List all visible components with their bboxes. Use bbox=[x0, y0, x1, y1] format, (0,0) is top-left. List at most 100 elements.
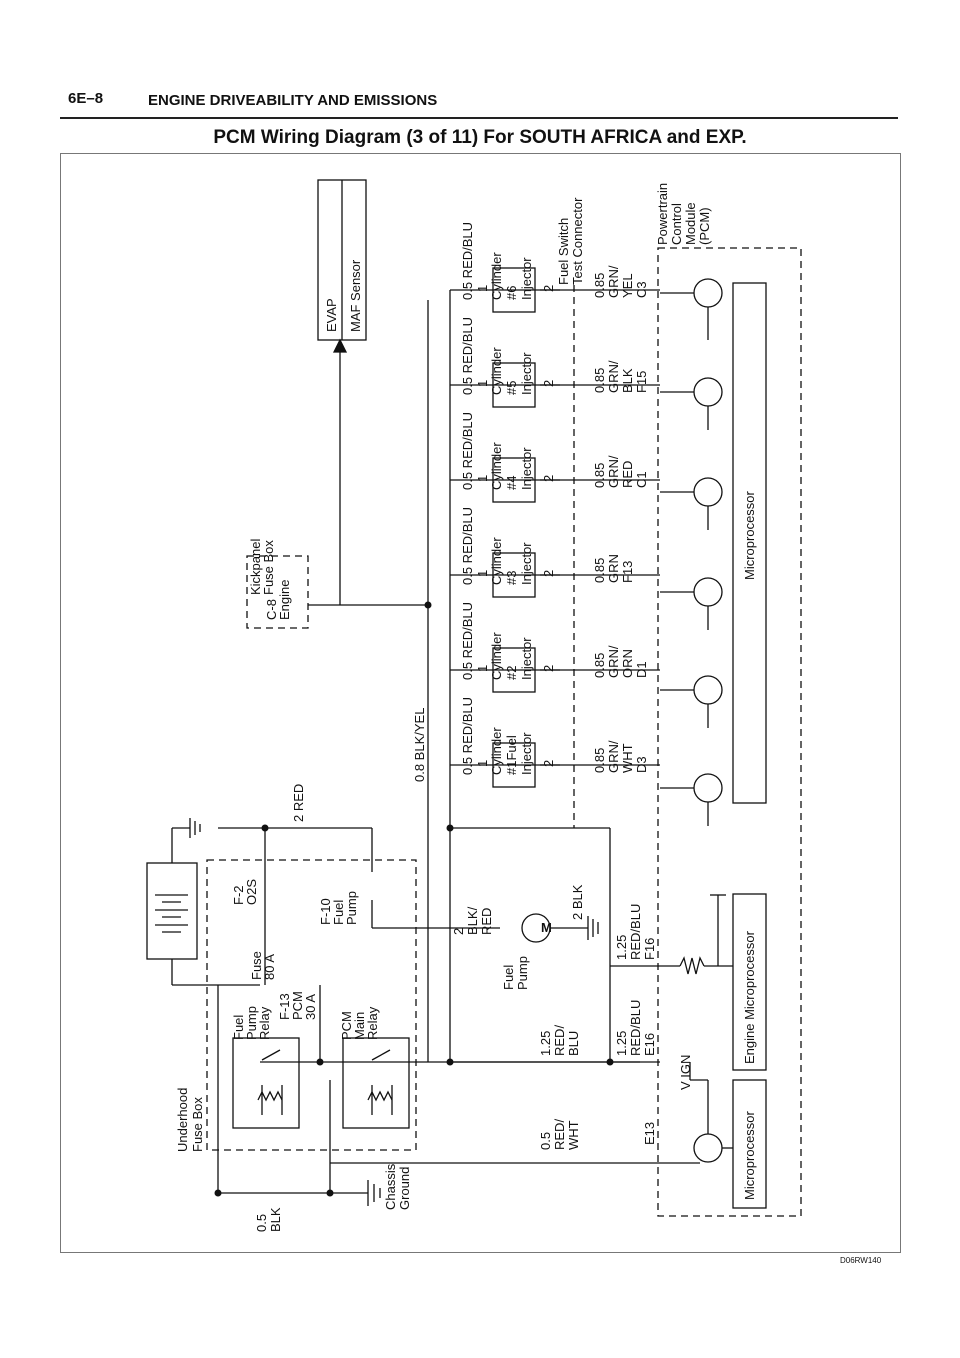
injector-4-name-3: Injector bbox=[519, 447, 534, 490]
pcm-label-2: Control bbox=[669, 203, 684, 245]
injector-1-wire-out-2: GRN/ bbox=[606, 740, 621, 773]
underhood-label-1: Underhood bbox=[175, 1088, 190, 1152]
injector-5-name-1: Cylinder bbox=[489, 347, 504, 395]
injector-1-name-1: Cylinder bbox=[489, 727, 504, 775]
injector-2-wire-out-1: 0.85 bbox=[592, 653, 607, 678]
maf-sensor-label: MAF Sensor bbox=[348, 259, 363, 332]
evap-label: EVAP bbox=[324, 298, 339, 332]
injector-3-wire-out-2: GRN bbox=[606, 554, 621, 583]
fuel-pump-motor: M bbox=[541, 920, 552, 935]
header-rule bbox=[60, 117, 898, 119]
svg-text:Engine: Engine bbox=[277, 580, 292, 620]
injector-6-name-2: #6 bbox=[504, 286, 519, 300]
svg-text:0.8 BLK/YEL: 0.8 BLK/YEL bbox=[412, 708, 427, 782]
injector-6-wire-out-2: GRN/ bbox=[606, 265, 621, 298]
injector-2-wire-in: 0.5 RED/BLU bbox=[460, 602, 475, 680]
svg-text:Fuse Box: Fuse Box bbox=[190, 1097, 205, 1152]
svg-text:2: 2 bbox=[451, 928, 466, 935]
wire-08-blkyel: 0.8 BLK/YEL bbox=[412, 708, 427, 782]
wire-05-redwht-2: RED/ bbox=[552, 1119, 567, 1150]
chassis-ground-1: Chassis bbox=[383, 1163, 398, 1210]
injector-3-wire-out-3: F13 bbox=[620, 561, 635, 583]
svg-text:1.25: 1.25 bbox=[614, 1031, 629, 1056]
svg-text:RED/: RED/ bbox=[552, 1025, 567, 1056]
injector-5-pin1: 1 bbox=[475, 380, 490, 387]
svg-text:Test Connector: Test Connector bbox=[570, 197, 585, 285]
svg-text:F-2: F-2 bbox=[231, 886, 246, 906]
injector-2-name-1: Cylinder bbox=[489, 632, 504, 680]
fuel-switch-label-2: Test Connector bbox=[570, 197, 585, 285]
injector-5-pin2: 2 bbox=[541, 380, 556, 387]
svg-text:Control: Control bbox=[669, 203, 684, 245]
injector-2-wire-out-2: GRN/ bbox=[606, 645, 621, 678]
injector-3-pin2: 2 bbox=[541, 570, 556, 577]
svg-text:F-10: F-10 bbox=[318, 898, 333, 925]
svg-text:Relay: Relay bbox=[365, 1006, 380, 1040]
injector-5-name-3: Injector bbox=[519, 352, 534, 395]
chassis-ground-2: Ground bbox=[397, 1167, 412, 1210]
fuel-pump-relay-box bbox=[232, 1037, 300, 1129]
svg-text:Fuel: Fuel bbox=[331, 900, 346, 925]
svg-text:RED/BLU: RED/BLU bbox=[628, 904, 643, 960]
v-ign-label: V IGN bbox=[678, 1055, 693, 1090]
kickpanel-label-2: Fuse Box bbox=[261, 540, 276, 595]
wire-05-redwht-1: 0.5 bbox=[538, 1132, 553, 1150]
fuel-pump-label-1: Fuel bbox=[501, 965, 516, 990]
wire-05-redwht-3: WHT bbox=[566, 1120, 581, 1150]
svg-text:Fuel: Fuel bbox=[501, 965, 516, 990]
fuse-c8-label-2: Engine bbox=[277, 580, 292, 620]
svg-text:F16: F16 bbox=[642, 938, 657, 960]
injector-4-wire-in: 0.5 RED/BLU bbox=[460, 412, 475, 490]
svg-text:BLU: BLU bbox=[566, 1031, 581, 1056]
svg-text:Powertrain: Powertrain bbox=[655, 183, 670, 245]
wire-125-redblu-a-2: RED/ bbox=[552, 1025, 567, 1056]
wire-125-redblu-e16-2: RED/BLU bbox=[628, 1000, 643, 1056]
injector-6-wire-out-4: C3 bbox=[634, 281, 649, 298]
injector-4-wire-out-2: GRN/ bbox=[606, 455, 621, 488]
injector-2-name-2: #2 bbox=[504, 666, 519, 680]
fuel-pump-relay-label-1: Fuel bbox=[231, 1015, 246, 1040]
diagram-code: D06RW140 bbox=[840, 1256, 882, 1265]
svg-text:WHT: WHT bbox=[566, 1120, 581, 1150]
svg-text:F-13: F-13 bbox=[277, 993, 292, 1020]
injector-5-wire-out-3: BLK bbox=[620, 368, 635, 393]
svg-text:PCM: PCM bbox=[290, 991, 305, 1020]
svg-text:Fuel Switch: Fuel Switch bbox=[556, 218, 571, 285]
svg-text:E13: E13 bbox=[642, 1122, 657, 1145]
injector-4-name-2: #4 bbox=[504, 476, 519, 490]
pcm-main-relay-label-3: Relay bbox=[365, 1006, 380, 1040]
injector-3-wire-out-1: 0.85 bbox=[592, 558, 607, 583]
wire-125-redblu-e16-3: E16 bbox=[642, 1033, 657, 1056]
svg-text:PCM: PCM bbox=[339, 1011, 354, 1040]
svg-text:Underhood: Underhood bbox=[175, 1088, 190, 1152]
injector-5-wire-out-4: F15 bbox=[634, 371, 649, 393]
fuel-switch-label-1: Fuel Switch bbox=[556, 218, 571, 285]
injector-3-pin1: 1 bbox=[475, 570, 490, 577]
fuse-f13-label-1: F-13 bbox=[277, 993, 292, 1020]
injector-1-wire-out-4: D3 bbox=[634, 756, 649, 773]
fuse-f2-label-2: O2S bbox=[244, 879, 259, 905]
main-microprocessor-label: Microprocessor bbox=[742, 490, 757, 580]
fuse-f10-label-2: Fuel bbox=[331, 900, 346, 925]
wire-125-redblu-f16-2: RED/BLU bbox=[628, 904, 643, 960]
injector-6-pin1: 1 bbox=[475, 285, 490, 292]
page-number: 6E–8 bbox=[68, 90, 104, 107]
injector-4-wire-out-1: 0.85 bbox=[592, 463, 607, 488]
injector-2-pin2: 2 bbox=[541, 665, 556, 672]
injector-5-wire-out-2: GRN/ bbox=[606, 360, 621, 393]
svg-text:Pump: Pump bbox=[244, 1006, 259, 1040]
injector-5-wire-in: 0.5 RED/BLU bbox=[460, 317, 475, 395]
injector-6-name-3: Injector bbox=[519, 257, 534, 300]
junction-dots bbox=[214, 601, 614, 1197]
injector-4-name-1: Cylinder bbox=[489, 442, 504, 490]
wire-2-blk: 2 BLK bbox=[570, 884, 585, 920]
fuel-pump-relay-label-2: Pump bbox=[244, 1006, 259, 1040]
injector-5-wire-out-1: 0.85 bbox=[592, 368, 607, 393]
wire-2-red: 2 RED bbox=[291, 784, 306, 822]
fuse-f13-label-2: PCM bbox=[290, 991, 305, 1020]
fuse-f10-label-1: F-10 bbox=[318, 898, 333, 925]
pcm-label-3: Module bbox=[683, 202, 698, 245]
pcm-label-1: Powertrain bbox=[655, 183, 670, 245]
injector-5-name-2: #5 bbox=[504, 381, 519, 395]
